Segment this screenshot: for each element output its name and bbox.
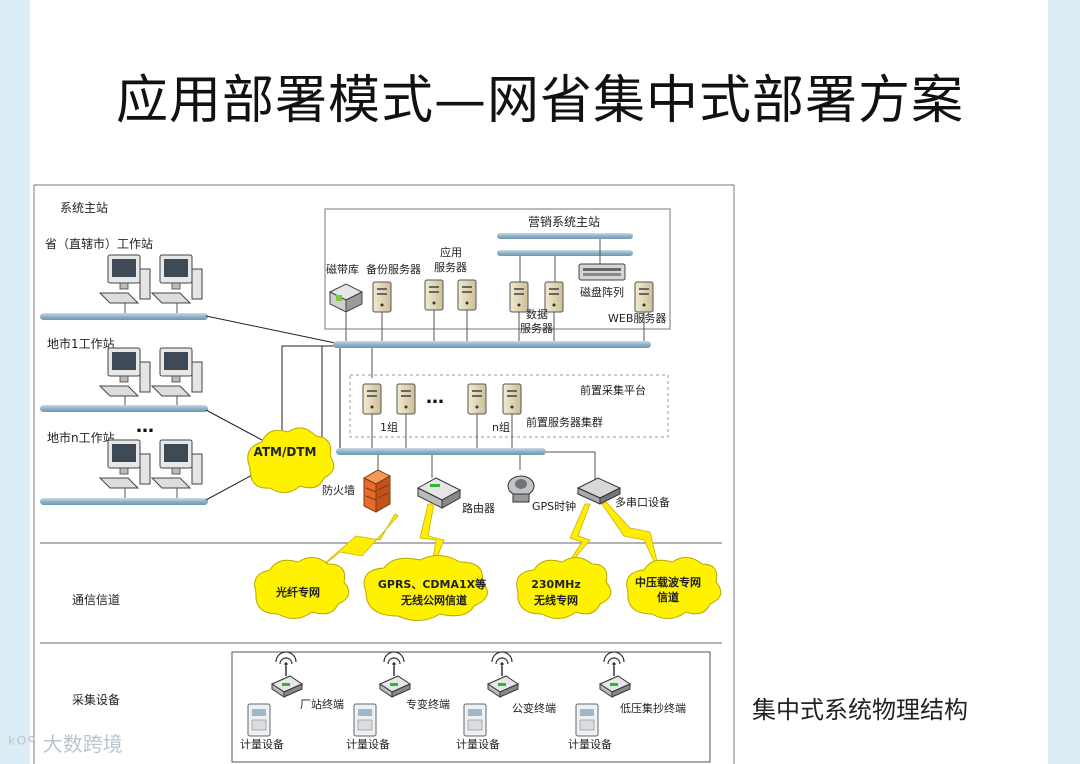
terminal-device-icon <box>487 651 519 698</box>
tape-library-icon <box>328 283 364 313</box>
mhz-cloud: 230MHz 无线专网 <box>516 557 612 619</box>
terminal-device-icon <box>271 651 303 698</box>
gps-clock-icon <box>507 475 535 503</box>
disk-array-icon <box>578 263 626 281</box>
watermark-text: 大数跨境 <box>42 732 123 756</box>
workstation-ellipsis: … <box>136 416 154 437</box>
link-line <box>546 451 596 480</box>
tape-library-label: 磁带库 <box>326 263 359 276</box>
fiber-label: 光纤专网 <box>275 585 320 599</box>
computer-icon <box>151 347 203 397</box>
bus-marketing-1 <box>497 233 633 239</box>
gps-label: GPS时钟 <box>532 499 576 513</box>
meter-label: 计量设备 <box>568 737 612 751</box>
workstation-label-city1: 地市1工作站 <box>47 336 115 351</box>
fiber-cloud: 光纤专网 <box>254 557 350 619</box>
front-platform-title: 前置采集平台 <box>580 383 646 397</box>
computer-icon <box>99 439 151 489</box>
meter-icon <box>247 703 271 737</box>
bus-marketing-2 <box>497 250 633 256</box>
meter-icon <box>463 703 487 737</box>
watermark-icon: ᵏᴼ° <box>8 732 43 756</box>
gprs-label-1: GPRS、CDMA1X等 <box>378 577 486 591</box>
computer-icon <box>151 439 203 489</box>
section-label-collection: 采集设备 <box>72 692 120 707</box>
computer-icon <box>99 347 151 397</box>
substation-terminal-label: 专变终端 <box>406 697 450 711</box>
front-server-icon <box>396 383 416 415</box>
link-line <box>205 409 263 441</box>
computer-icon <box>151 254 203 304</box>
bus-front <box>336 448 546 455</box>
meter-label: 计量设备 <box>346 737 390 751</box>
gprs-label-2: 无线公网信道 <box>400 593 467 607</box>
web-server-label: WEB服务器 <box>608 312 666 325</box>
router-icon <box>416 477 462 509</box>
mhz-label-1: 230MHz <box>531 578 581 591</box>
server-group-box <box>324 208 671 330</box>
lowvoltage-terminal-label: 低压集抄终端 <box>620 701 686 715</box>
web-server-icon <box>634 281 654 313</box>
meter-icon <box>575 703 599 737</box>
disk-array-label: 磁盘阵列 <box>580 285 624 299</box>
plant-terminal-label: 厂站终端 <box>300 697 344 711</box>
section-label-channel: 通信信道 <box>72 593 120 607</box>
firewall-label: 防火墙 <box>322 483 355 497</box>
workstation-label-province: 省（直辖市）工作站 <box>45 236 153 251</box>
gprs-cloud: GPRS、CDMA1X等 无线公网信道 <box>363 555 488 621</box>
marketing-main-label: 营销系统主站 <box>528 215 600 229</box>
mhz-label-2: 无线专网 <box>533 593 578 607</box>
terminal-device-icon <box>599 651 631 698</box>
data-server-label-1: 数据 <box>526 307 548 321</box>
backup-server-icon <box>372 281 392 313</box>
front-ellipsis: … <box>426 387 444 408</box>
firewall-icon <box>362 469 392 513</box>
app-server-icon <box>457 279 477 311</box>
terminal-device-icon <box>379 651 411 698</box>
slide-title: 应用部署模式—网省集中式部署方案 <box>115 71 964 131</box>
workstation-label-cityn: 地市n工作站 <box>47 430 115 445</box>
app-server-label-2: 服务器 <box>434 261 467 274</box>
app-server-label-1: 应用 <box>440 245 462 259</box>
section-label-main-station: 系统主站 <box>60 201 108 215</box>
plc-label-2: 信道 <box>657 590 679 604</box>
watermark-logo: ᵏᴼ° 大数跨境 <box>8 728 123 757</box>
front-cluster-label: 前置服务器集群 <box>526 415 603 429</box>
bus-cityn <box>40 498 208 505</box>
computer-icon <box>99 254 151 304</box>
collection-devices-box <box>231 651 711 763</box>
meter-label: 计量设备 <box>240 737 284 751</box>
app-server-icon <box>424 279 444 311</box>
router-label: 路由器 <box>462 501 495 515</box>
atm-label: ATM/DTM <box>254 445 317 459</box>
front-platform-box <box>349 374 669 438</box>
public-terminal-label: 公变终端 <box>512 701 556 715</box>
front-server-icon <box>467 383 487 415</box>
bus-province <box>40 313 208 320</box>
link-line <box>205 315 341 345</box>
front-server-icon <box>362 383 382 415</box>
plc-cloud: 中压载波专网 信道 <box>626 557 722 619</box>
multiport-device-icon <box>576 477 622 505</box>
meter-icon <box>353 703 377 737</box>
multiport-label: 多串口设备 <box>615 495 670 509</box>
bus-city1 <box>40 405 208 412</box>
plc-label-1: 中压载波专网 <box>635 575 701 589</box>
front-server-icon <box>502 383 522 415</box>
diagram-caption: 集中式系统物理结构 <box>752 696 968 724</box>
atm-cloud: ATM/DTM <box>247 427 335 493</box>
bus-main <box>333 341 651 348</box>
lightning-bolt <box>601 501 661 575</box>
backup-server-label: 备份服务器 <box>366 262 421 276</box>
groupn-label: n组 <box>492 420 510 434</box>
group1-label: 1组 <box>380 420 398 434</box>
meter-label: 计量设备 <box>456 737 500 751</box>
link-line <box>281 345 335 430</box>
data-server-label-2: 服务器 <box>520 322 553 335</box>
